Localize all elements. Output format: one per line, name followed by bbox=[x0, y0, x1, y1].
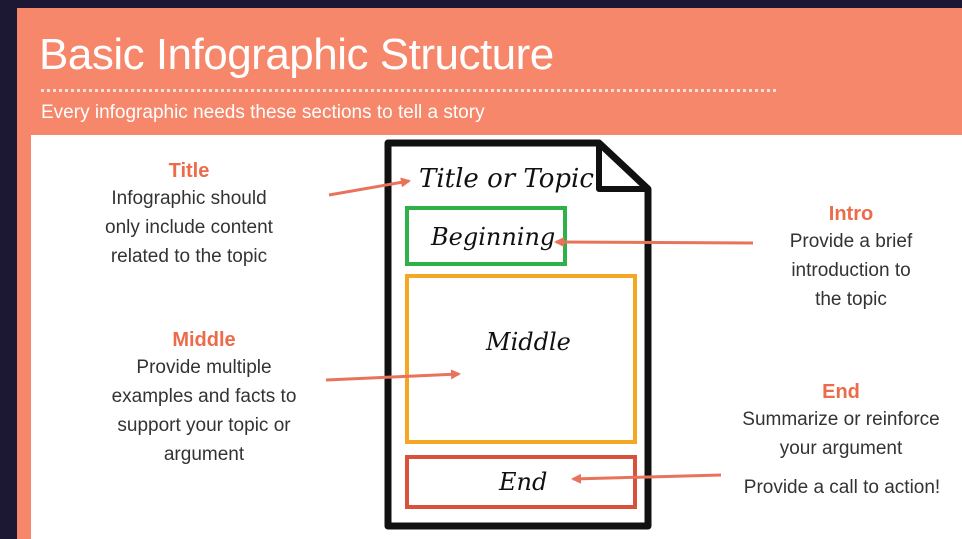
intro-annotation-heading: Intro bbox=[828, 203, 874, 225]
middle-annotation: Middle Provide multiple examples and fac… bbox=[69, 327, 339, 469]
title-annotation-heading: Title bbox=[168, 160, 210, 182]
middle-annotation-body: Provide multiple examples and facts to s… bbox=[111, 357, 297, 465]
middle-box bbox=[405, 274, 637, 444]
end-box bbox=[405, 455, 637, 509]
middle-arrow bbox=[325, 369, 461, 382]
middle-text: Middle bbox=[485, 328, 571, 356]
end-annotation-body: Summarize or reinforce your argument bbox=[742, 409, 940, 459]
end-annotation: End Summarize or reinforce your argument bbox=[691, 379, 962, 463]
title-annotation-body: Infographic should only include content … bbox=[105, 188, 273, 267]
intro-annotation: Intro Provide a brief introduction to th… bbox=[741, 201, 961, 314]
youtube-watermark-text: YouTub bbox=[885, 506, 962, 532]
document-fold bbox=[596, 143, 648, 192]
beginning-text: Beginning bbox=[430, 223, 555, 251]
slide: Basic Infographic Structure Every infogr… bbox=[17, 8, 962, 539]
play-icon bbox=[843, 506, 881, 536]
beginning-box bbox=[405, 206, 567, 266]
doc-title-text: Title or Topic bbox=[419, 164, 594, 194]
content-panel: Title Infographic should only include co… bbox=[31, 135, 962, 539]
title-annotation: Title Infographic should only include co… bbox=[64, 158, 314, 271]
end-arrow bbox=[571, 473, 722, 484]
intro-arrow bbox=[554, 237, 754, 248]
document-outline bbox=[384, 139, 652, 530]
intro-annotation-body: Provide a brief introduction to the topi… bbox=[789, 231, 913, 310]
slide-subtitle: Every infographic needs these sections t… bbox=[41, 102, 485, 123]
end-text: End bbox=[498, 468, 547, 496]
end-annotation-heading: End bbox=[822, 381, 860, 403]
youtube-watermark: YouTub bbox=[843, 506, 962, 539]
dotted-divider bbox=[41, 89, 776, 92]
middle-annotation-heading: Middle bbox=[172, 329, 236, 351]
title-arrow bbox=[328, 177, 411, 197]
call-to-action-text: Provide a call to action! bbox=[743, 477, 941, 498]
document-diagram: Title or Topic Beginning Middle End bbox=[325, 139, 754, 530]
slide-title: Basic Infographic Structure bbox=[39, 30, 554, 79]
